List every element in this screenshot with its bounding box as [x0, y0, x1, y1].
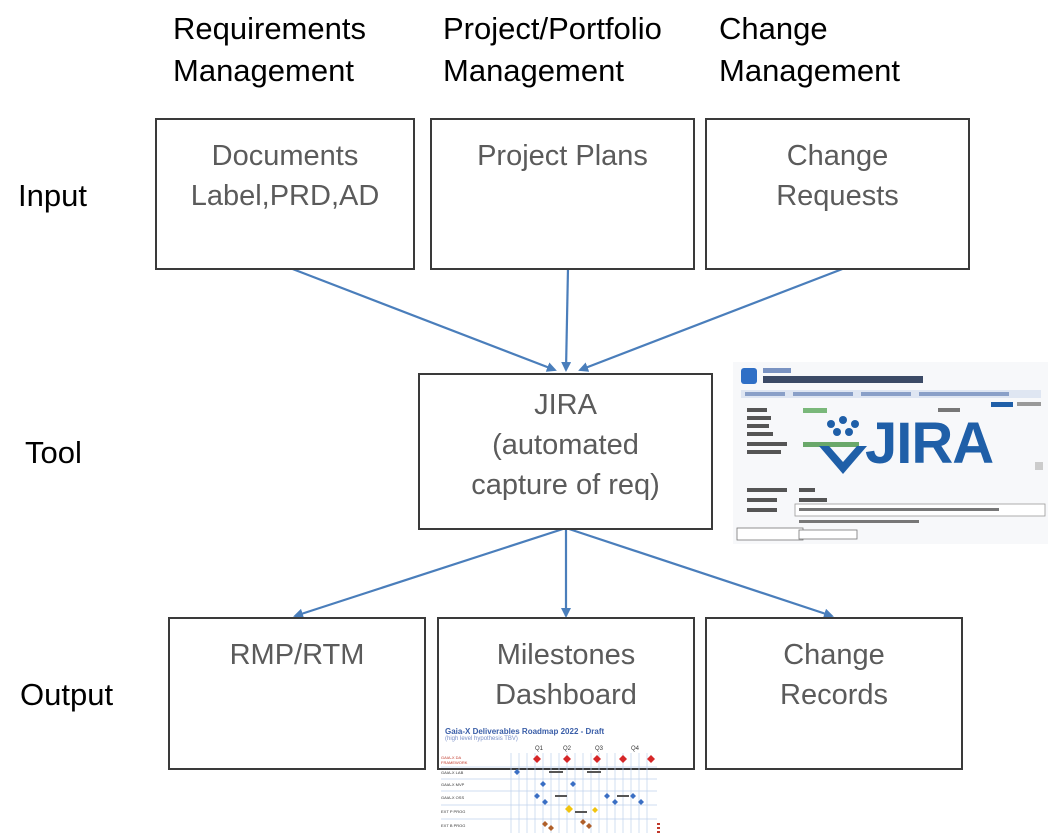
column-heading-change: Change Management: [719, 8, 900, 92]
svg-text:EXT B PROG: EXT B PROG: [441, 823, 465, 828]
output-box-rmp-rtm: RMP/RTM: [168, 617, 426, 770]
tool-box-jira: JIRA (automated capture of req): [418, 373, 713, 530]
svg-text:Q3: Q3: [595, 746, 604, 752]
box-line1: Change: [786, 140, 889, 172]
column-heading-requirements: Requirements Management: [173, 8, 366, 92]
row-label-tool: Tool: [25, 435, 82, 470]
box-line2: Requests: [776, 180, 899, 212]
box-line1: JIRA: [534, 389, 597, 421]
svg-text:Q4: Q4: [631, 746, 640, 752]
box-line2: (automated: [492, 429, 639, 461]
roadmap-graphic: Q1 Q2 Q3 Q4 G: [441, 746, 660, 833]
arrow-jira-to-records: [565, 526, 834, 619]
box-line1: Documents: [211, 140, 359, 172]
jira-logo-text: JIRA: [865, 411, 994, 476]
svg-text:Q1: Q1: [535, 746, 544, 752]
box-line1: Change: [783, 639, 885, 671]
box-line1: Project Plans: [477, 140, 648, 172]
column-heading-project: Project/Portfolio Management: [443, 8, 662, 92]
svg-text:FRAMEWORK: FRAMEWORK: [441, 760, 468, 765]
roadmap-thumbnail-image: Gaia-X Deliverables Roadmap 2022 - Draft…: [437, 727, 695, 835]
arrow-plans-to-jira: [561, 267, 572, 372]
box-line1: RMP/RTM: [229, 639, 365, 671]
jira-screenshot-graphic: [733, 362, 1048, 544]
box-line2: Label,PRD,AD: [190, 180, 380, 212]
svg-text:GAIA-X MVP: GAIA-X MVP: [441, 782, 465, 787]
row-label-input: Input: [18, 178, 87, 213]
column-heading-line2: Management: [443, 53, 624, 88]
input-box-project-plans: Project Plans: [430, 118, 695, 270]
input-box-change-requests: Change Requests: [705, 118, 970, 270]
roadmap-title: Gaia-X Deliverables Roadmap 2022 - Draft: [445, 727, 605, 736]
box-line2: Dashboard: [495, 679, 637, 711]
svg-text:GAIA-X OSS: GAIA-X OSS: [441, 795, 464, 800]
jira-screenshot-image: JIRA: [733, 362, 1048, 544]
column-heading-line1: Change: [719, 11, 828, 46]
column-heading-line1: Requirements: [173, 11, 366, 46]
arrow-documents-to-jira: [289, 266, 557, 372]
box-line2: Records: [780, 679, 888, 711]
column-heading-line1: Project/Portfolio: [443, 11, 662, 46]
arrow-jira-to-rmp: [293, 526, 567, 619]
column-heading-line2: Management: [173, 53, 354, 88]
row-label-output: Output: [20, 677, 114, 712]
arrow-requests-to-jira: [578, 266, 846, 372]
column-heading-line2: Management: [719, 53, 900, 88]
box-line1: Milestones: [496, 639, 636, 671]
svg-text:EXT P PROG: EXT P PROG: [441, 809, 465, 814]
svg-text:GAIA-X LAB: GAIA-X LAB: [441, 770, 464, 775]
output-box-milestones: Milestones Dashboard: [437, 617, 695, 770]
output-box-change-records: Change Records: [705, 617, 963, 770]
roadmap-subtitle: (high level hypothesis TBV): [445, 736, 518, 742]
input-box-documents: Documents Label,PRD,AD: [155, 118, 415, 270]
svg-text:GAIA-X DA: GAIA-X DA: [441, 755, 462, 760]
svg-text:Q2: Q2: [563, 746, 572, 752]
box-line3: capture of req): [471, 469, 660, 501]
